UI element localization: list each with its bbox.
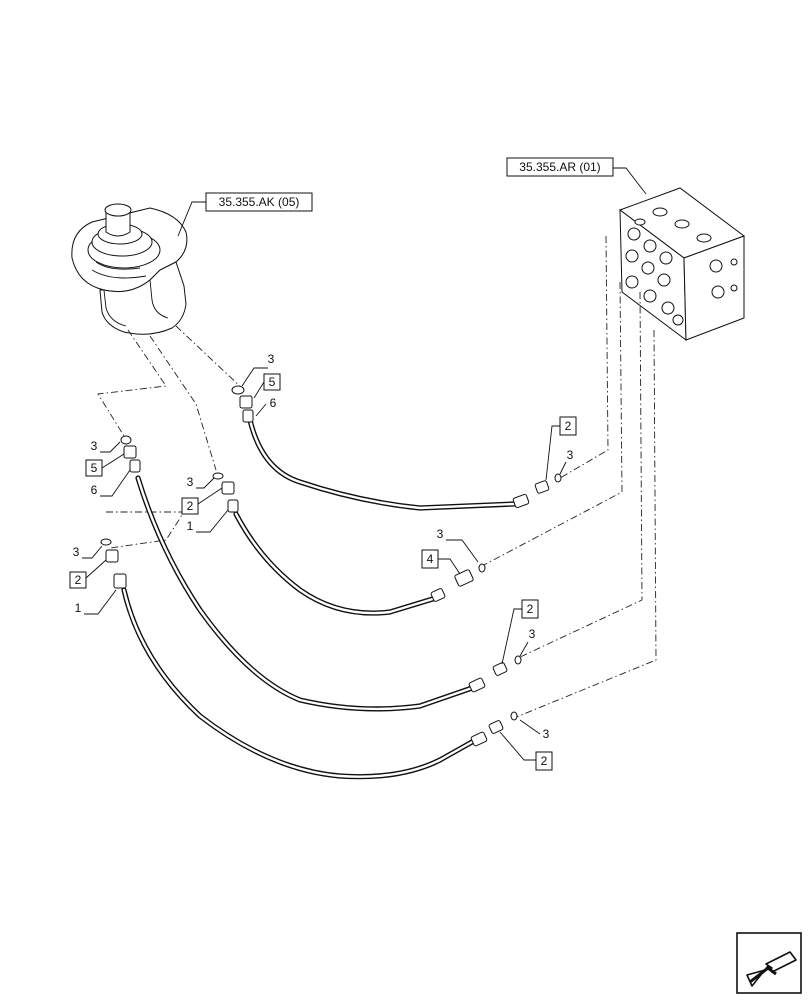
ref-label-valve-block: 35.355.AR (01) [519, 160, 600, 174]
item-label-3: 3 [437, 527, 444, 541]
item-label-6: 6 [270, 396, 277, 410]
item-label-5: 5 [269, 375, 276, 389]
item-label-2: 2 [75, 573, 82, 587]
fittings [100, 385, 562, 747]
item-label-3: 3 [187, 475, 194, 489]
item-label-6: 6 [91, 483, 98, 497]
item-labels: 3 5 6 3 5 6 3 2 1 3 2 1 2 3 3 [69, 352, 577, 771]
item-label-2: 2 [187, 499, 194, 513]
item-label-1: 1 [187, 519, 194, 533]
joystick-assembly [71, 203, 188, 335]
item-label-3: 3 [543, 727, 550, 741]
hoses [121, 417, 517, 780]
ref-callout-joystick[interactable]: 35.355.AK (05) [177, 192, 313, 237]
item-label-2: 2 [527, 602, 534, 616]
ref-label-joystick: 35.355.AK (05) [219, 195, 300, 209]
item-label-3: 3 [268, 352, 275, 366]
item-label-3: 3 [91, 439, 98, 453]
item-label-3: 3 [567, 448, 574, 462]
item-label-2: 2 [541, 754, 548, 768]
item-label-3: 3 [529, 627, 536, 641]
item-label-1: 1 [75, 601, 82, 615]
item-label-5: 5 [91, 461, 98, 475]
item-label-3: 3 [73, 545, 80, 559]
arrow-back-icon[interactable] [736, 932, 802, 994]
ref-callout-valve-block[interactable]: 35.355.AR (01) [506, 157, 647, 195]
item-label-4: 4 [427, 552, 434, 566]
item-label-2: 2 [565, 419, 572, 433]
valve-block [618, 187, 746, 342]
connection-lines [97, 235, 657, 719]
